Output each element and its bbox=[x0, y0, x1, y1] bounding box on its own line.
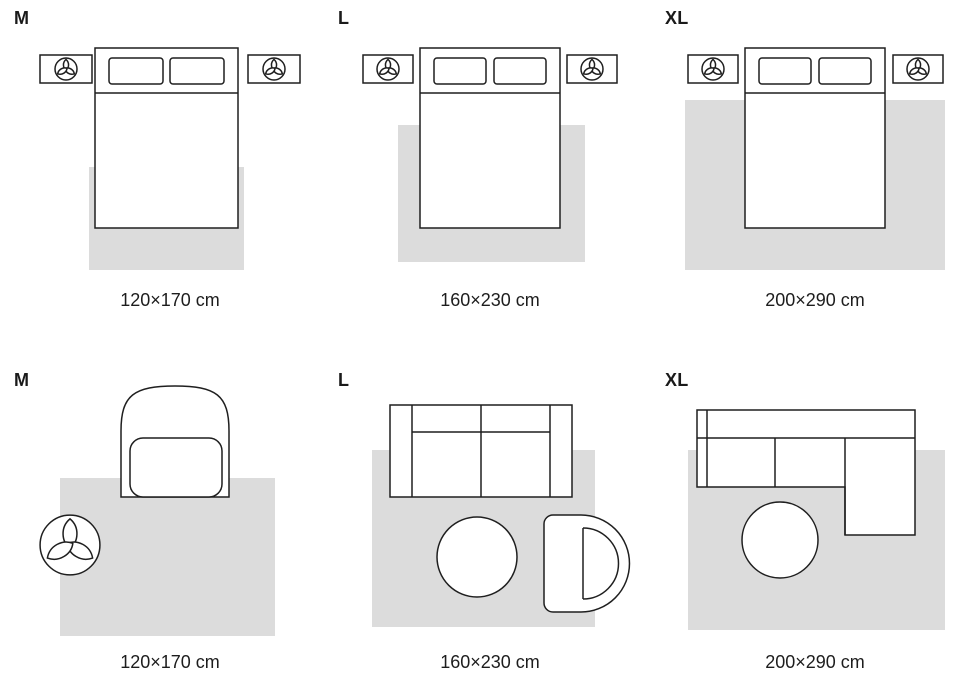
living-diagram-m bbox=[30, 385, 275, 636]
pillow bbox=[433, 57, 487, 85]
dimension-caption: 200×290 cm bbox=[765, 652, 865, 672]
nightstand-left bbox=[39, 54, 93, 84]
pillow bbox=[818, 57, 872, 85]
dimension-caption: 200×290 cm bbox=[765, 290, 865, 310]
dimension-caption: 120×170 cm bbox=[120, 290, 220, 310]
pillow bbox=[758, 57, 812, 85]
bedroom-diagram-xl bbox=[685, 47, 945, 270]
plant-icon bbox=[263, 58, 285, 80]
plant-icon bbox=[907, 58, 929, 80]
coffee-table bbox=[741, 501, 819, 579]
plant-icon bbox=[702, 58, 724, 80]
bedroom-diagram-l bbox=[362, 47, 618, 262]
nightstand-right bbox=[892, 54, 944, 84]
living-diagram-l bbox=[372, 404, 631, 627]
pillow bbox=[169, 57, 225, 85]
pillow bbox=[108, 57, 164, 85]
nightstand-right bbox=[247, 54, 301, 84]
dimension-caption: 120×170 cm bbox=[120, 652, 220, 672]
plant-icon bbox=[581, 58, 603, 80]
nightstand-right bbox=[566, 54, 618, 84]
size-label: M bbox=[14, 370, 30, 390]
size-label: M bbox=[14, 8, 30, 28]
bed bbox=[419, 47, 561, 229]
bed bbox=[94, 47, 239, 229]
armchair bbox=[120, 385, 230, 498]
size-label: XL bbox=[665, 370, 689, 390]
living-diagram-xl bbox=[688, 409, 945, 630]
dimension-caption: 160×230 cm bbox=[440, 290, 540, 310]
bed bbox=[744, 47, 886, 229]
dimension-caption: 160×230 cm bbox=[440, 652, 540, 672]
nightstand-left bbox=[687, 54, 739, 84]
pillow bbox=[493, 57, 547, 85]
size-label: L bbox=[338, 8, 350, 28]
lounge-chair bbox=[543, 514, 631, 613]
plant-icon bbox=[55, 58, 77, 80]
plant-icon bbox=[377, 58, 399, 80]
coffee-table bbox=[436, 516, 518, 598]
bedroom-diagram-m bbox=[39, 47, 301, 270]
sofa bbox=[389, 404, 573, 498]
size-label: XL bbox=[665, 8, 689, 28]
plant-icon bbox=[40, 515, 100, 575]
corner-sofa bbox=[696, 409, 916, 536]
size-label: L bbox=[338, 370, 350, 390]
nightstand-left bbox=[362, 54, 414, 84]
